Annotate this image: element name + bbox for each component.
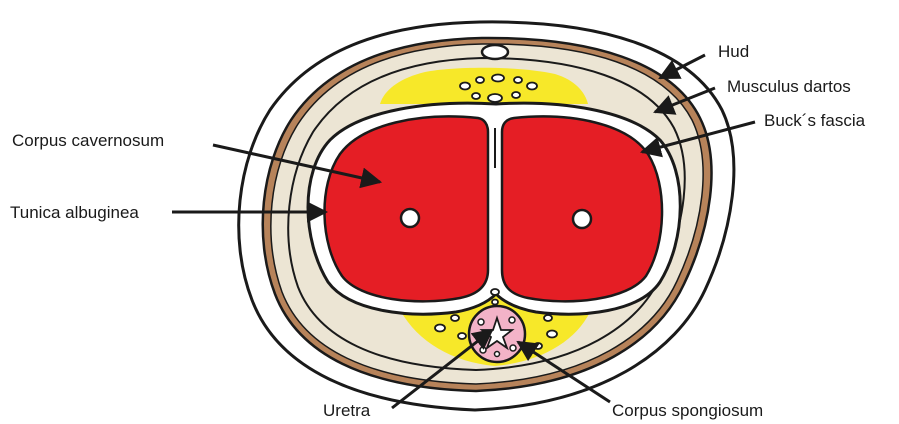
label-hud: Hud [718, 42, 749, 61]
label-tunica-albuginea: Tunica albuginea [10, 203, 139, 222]
dorsal-vein [482, 45, 508, 59]
deep-artery-left [401, 209, 419, 227]
label-musculus-dartos: Musculus dartos [727, 77, 851, 96]
deep-artery-right [573, 210, 591, 228]
label-bucks-fascia: Buck´s fascia [764, 111, 866, 130]
label-uretra: Uretra [323, 401, 371, 420]
label-corpus-spongiosum: Corpus spongiosum [612, 401, 763, 420]
label-corpus-cavernosum: Corpus cavernosum [12, 131, 164, 150]
